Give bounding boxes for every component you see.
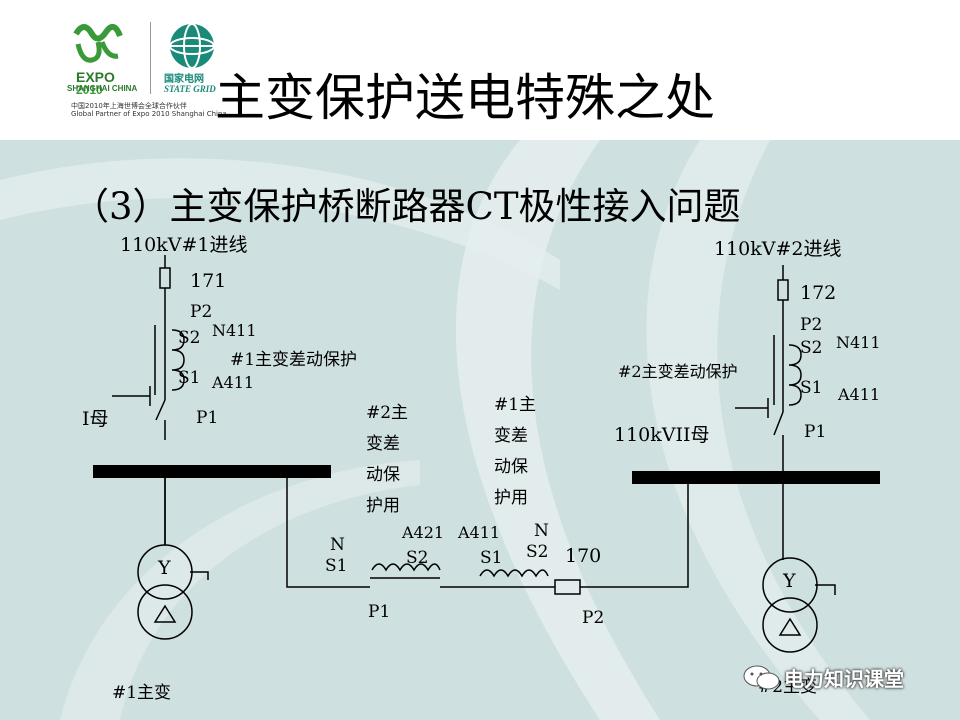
state-grid-cn: 国家电网 <box>164 74 204 85</box>
bridge-prot1-label: #1主 变差 动保 护用 <box>494 395 537 508</box>
bridge-breaker-label: 170 <box>565 545 602 567</box>
right-switch-number: 172 <box>800 282 837 304</box>
bridge-prot2-label: #2主 变差 动保 护用 <box>366 403 409 516</box>
expo-text: EXPO <box>76 69 115 85</box>
left-p2-label: P2 <box>190 302 213 322</box>
slide-content <box>0 140 960 720</box>
left-transformer-label: #1主变 <box>112 683 172 703</box>
right-n411-label: N411 <box>836 333 881 352</box>
right-bus-label: 110kVII母 <box>614 424 710 446</box>
bridge-s2-left-label: S2 <box>406 548 429 568</box>
right-switch-icon <box>773 411 784 436</box>
bridge-breaker-icon <box>554 579 581 595</box>
bridge-s1-left-label: S1 <box>325 556 348 576</box>
state-grid-logo-icon <box>169 23 215 69</box>
tagline-cn: 中国2010年上海世博会全球合作伙伴 <box>71 102 187 110</box>
left-n411-label: N411 <box>212 321 257 340</box>
bus-bar-2 <box>632 471 880 484</box>
state-grid-en: STATE GRID <box>164 84 216 94</box>
slide-subtitle: （3）主变保护桥断路器CT极性接入问题 <box>72 185 741 228</box>
watermark-text: 电力知识课堂 <box>784 667 904 691</box>
bridge-n-right-label: N <box>534 521 549 541</box>
logo-divider <box>150 22 151 94</box>
right-s2-label: S2 <box>800 338 823 358</box>
left-fuse-icon <box>159 267 171 289</box>
right-a411-label: A411 <box>838 385 881 404</box>
bridge-n-left-label: N <box>330 535 345 555</box>
right-s1-label: S1 <box>800 378 823 398</box>
background-swoosh-icon <box>0 140 870 720</box>
right-transformer-y-symbol: Y <box>783 570 796 592</box>
bridge-s1-right-label: S1 <box>480 548 503 568</box>
right-fuse-icon <box>777 279 789 301</box>
left-switch-number: 171 <box>190 270 227 292</box>
bridge-s2-right-label: S2 <box>526 542 549 562</box>
bridge-p1-label: P1 <box>368 602 391 622</box>
tagline-en: Global Partner of Expo 2010 Shanghai Chi… <box>71 110 227 118</box>
left-transformer-y-symbol: Y <box>158 557 171 579</box>
left-s2-label: S2 <box>178 328 201 348</box>
left-ct-coil-icon <box>171 329 185 391</box>
bridge-ct1-coil-icon <box>371 563 441 572</box>
left-a411-label: A411 <box>212 373 255 392</box>
page-title: 主变保护送电特殊之处 <box>215 69 715 127</box>
bridge-ct2-coil-icon <box>479 569 549 578</box>
svg-text:2010: 2010 <box>76 83 103 97</box>
bridge-a411-label: A411 <box>458 523 501 542</box>
left-incoming-line-label: 110kV#1进线 <box>120 234 248 256</box>
bus-bar-1 <box>93 465 331 478</box>
right-protection-label: #2主变差动保护 <box>618 362 738 381</box>
left-bus-label: I母 <box>82 408 109 430</box>
slide-header: EXPO 2010 SHANGHAI CHINA 国家电网 STATE GRID… <box>0 0 960 140</box>
right-ct-coil-icon <box>788 344 802 406</box>
right-p1-label: P1 <box>804 422 827 442</box>
wechat-icon <box>743 665 780 690</box>
left-switch-icon <box>155 399 166 421</box>
left-protection-label: #1主变差动保护 <box>230 350 358 370</box>
bridge-p2-label: P2 <box>582 608 605 628</box>
right-incoming-line-label: 110kV#2进线 <box>714 238 842 260</box>
right-p2-label: P2 <box>800 315 823 335</box>
expo-shanghai-text: SHANGHAI CHINA <box>67 84 138 93</box>
bridge-a421-label: A421 <box>402 523 445 542</box>
expo-logo-icon: EXPO 2010 <box>73 23 123 97</box>
left-s1-label: S1 <box>178 368 201 388</box>
left-p1-label: P1 <box>196 408 219 428</box>
